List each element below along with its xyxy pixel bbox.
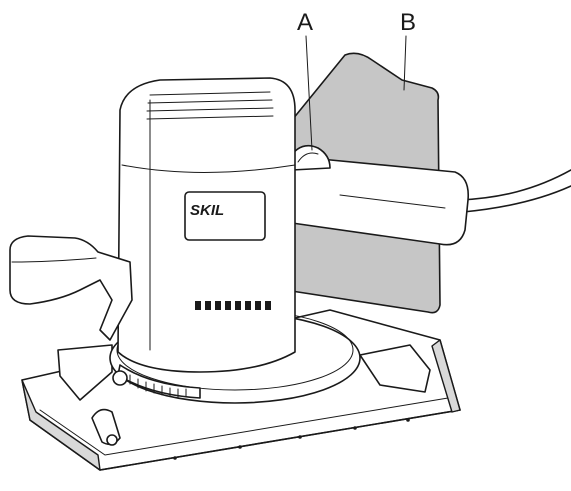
motor-vent-slots (195, 301, 271, 310)
speed-dial-ticks (129, 374, 187, 398)
left-clamp-pivot (106, 434, 118, 446)
speed-dial (117, 364, 201, 399)
front-handle-edge (11, 257, 97, 263)
leader-line-b (403, 35, 407, 91)
callout-label-a: A (297, 9, 313, 36)
handle-highlight (339, 194, 446, 209)
base-screws (173, 418, 410, 460)
power-cord-edge (462, 185, 571, 213)
logo-plate (184, 191, 266, 241)
sanding-pad-right (431, 339, 461, 413)
callout-label-b: B (400, 9, 416, 36)
power-cord (459, 169, 571, 201)
brand-logo: SKIL (190, 202, 224, 219)
leader-line-a (305, 35, 313, 151)
right-paper-clamp (359, 344, 431, 393)
switch-highlight (297, 152, 319, 163)
top-cap-vents (146, 91, 274, 120)
front-handle (9, 235, 133, 341)
sanding-pad-left (21, 379, 101, 471)
power-switch (287, 144, 331, 171)
left-paper-clamp (57, 344, 113, 401)
speed-dial-knob (112, 370, 128, 386)
motor-housing-seam (121, 164, 296, 173)
base-plate-inner-edge (39, 397, 449, 456)
